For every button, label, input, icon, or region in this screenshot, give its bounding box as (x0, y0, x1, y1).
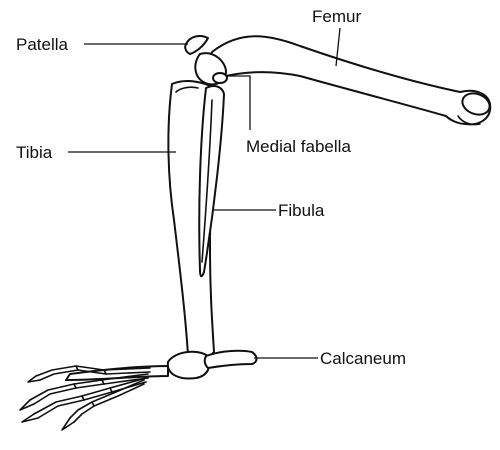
fibula-label: Fibula (278, 201, 325, 220)
femur-head (461, 92, 491, 116)
patella-bone (184, 35, 209, 55)
femur-bone (208, 35, 492, 126)
femur-label: Femur (312, 7, 361, 26)
tibia-label: Tibia (16, 143, 53, 162)
femur-leader (335, 27, 341, 67)
fibula-inner-line (201, 99, 213, 263)
medial-fabella-label: Medial fabella (246, 137, 351, 156)
toe-joints (73, 365, 113, 407)
patella-label: Patella (16, 35, 69, 54)
calcaneum-label: Calcaneum (320, 349, 406, 368)
medial-fabella-leader (226, 75, 251, 130)
calcaneum-bone (203, 349, 258, 369)
toe-4 (61, 379, 145, 431)
ankle-joint (166, 350, 211, 380)
femur-head-detail (457, 115, 481, 126)
medial-fabella-bone (212, 72, 228, 84)
tibia-cnemial-crest (175, 86, 199, 93)
fibula-bone (198, 85, 225, 278)
